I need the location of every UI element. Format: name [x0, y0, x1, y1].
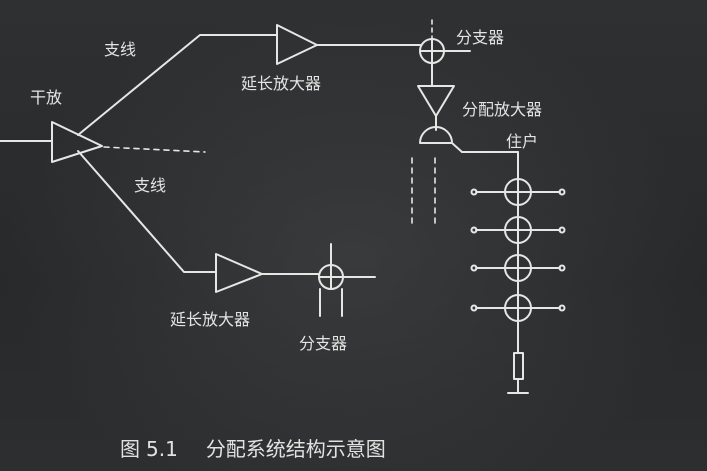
- subscriber-label: 住户: [506, 132, 539, 151]
- upper-branch-line-label: 支线: [104, 40, 137, 59]
- upper-extender-amplifier-symbol: [276, 24, 318, 65]
- upper-branch-line: [77, 34, 278, 136]
- figure-number: 5.1: [146, 437, 178, 461]
- subscriber-tap-3: [470, 254, 566, 282]
- lower-tap-label: 分支器: [299, 334, 348, 353]
- upper-extender-amplifier-label: 延长放大器: [241, 74, 322, 93]
- trunk-continuation-dashed-line: [103, 146, 206, 153]
- trunk-amplifier-label: 干放: [30, 88, 63, 107]
- lower-branch-line: [77, 150, 217, 273]
- splitter-side-line: [451, 142, 463, 153]
- lower-branch-line-label: 支线: [134, 176, 167, 195]
- figure-title: 分配系统结构示意图: [205, 437, 386, 461]
- lower-extender-amplifier-label: 延长放大器: [170, 310, 251, 329]
- upper-tap-label: 分支器: [456, 28, 505, 47]
- subscriber-tap-1: [470, 178, 566, 206]
- figure-label: 图: [120, 437, 140, 461]
- distribution-amplifier-symbol: [417, 85, 455, 117]
- termination-resistor-symbol: [513, 352, 524, 380]
- trunk-amplifier-symbol: [51, 121, 103, 163]
- distribution-amplifier-label: 分配放大器: [462, 100, 543, 119]
- subscriber-tap-2: [470, 216, 566, 244]
- splitter-symbol: [419, 126, 453, 144]
- lower-extender-amplifier-symbol: [215, 253, 263, 293]
- subscriber-tap-4: [470, 294, 566, 322]
